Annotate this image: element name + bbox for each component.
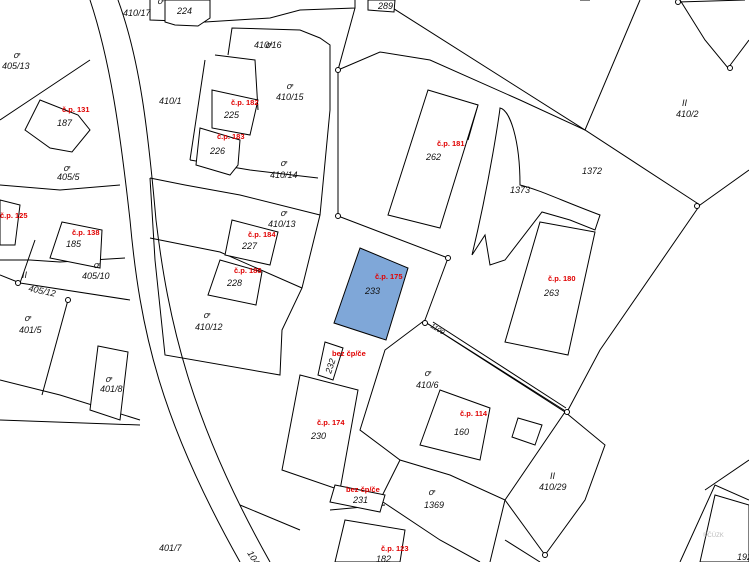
building-289[interactable] [367, 0, 396, 13]
parcel-label[interactable]: 410/1 [159, 96, 182, 106]
parcel-label[interactable]: 410/13 [268, 219, 296, 229]
building-228[interactable] [207, 259, 263, 306]
building-233[interactable] [333, 247, 409, 341]
house-number-label[interactable]: č.p. 183 [217, 132, 245, 141]
parcel-label[interactable]: 410/6 [416, 380, 439, 390]
building-263[interactable] [504, 221, 596, 356]
parcel-label[interactable]: 182 [376, 554, 391, 562]
parcel-label[interactable]: 410/2 [676, 109, 699, 119]
garden-symbol-icon: ꝍ [63, 163, 71, 173]
parcel-label[interactable]: 227 [241, 241, 258, 251]
house-number-label[interactable]: č.p. 125 [0, 211, 28, 220]
garden-symbol-icon: ꝍ [280, 208, 288, 218]
building-226[interactable] [195, 127, 241, 176]
parcel-label[interactable]: 185 [66, 239, 82, 249]
garden-symbol-icon: ꝍ [24, 313, 32, 323]
parcel-label[interactable]: 231 [352, 495, 368, 505]
building-262[interactable] [387, 89, 479, 229]
garden-symbol-icon: ꝍ [428, 487, 436, 497]
parcel-label[interactable]: 1372 [582, 166, 602, 176]
parcel-label[interactable]: 232 [323, 357, 337, 375]
house-numbers: č.p. 131 č.p. 182 č.p. 183 č.p. 181 č.p.… [0, 98, 576, 553]
house-number-label[interactable]: č.p. 131 [62, 105, 90, 114]
parcel-label[interactable]: 401/8 [100, 384, 123, 394]
parcel-label[interactable]: 401/5 [19, 325, 43, 335]
parcel-label[interactable]: 187 [57, 118, 73, 128]
building-231[interactable] [329, 484, 386, 513]
house-number-label[interactable]: č.p. 174 [317, 418, 345, 427]
garden-symbol-icon: ꝍ [280, 158, 288, 168]
meadow-symbol-icon: II [22, 270, 28, 280]
parcel-label[interactable]: 160 [454, 427, 469, 437]
parcel-label[interactable]: 410/15 [276, 92, 305, 102]
building-185[interactable] [49, 221, 103, 269]
house-number-label[interactable]: č.p. 138 [72, 228, 100, 237]
parcel-label[interactable]: 226 [209, 146, 225, 156]
parcel-label[interactable]: 405/13 [2, 61, 30, 71]
parcel-label[interactable]: 405/12 [28, 283, 57, 299]
house-number-label[interactable]: č.p. 180 [548, 274, 576, 283]
house-number-label[interactable]: č.p. 182 [231, 98, 259, 107]
building-401-8[interactable] [89, 345, 129, 421]
building-225[interactable] [211, 89, 259, 136]
garden-symbol-icon: ꝍ [424, 368, 432, 378]
garden-symbol-icon: ꝍ [265, 40, 273, 50]
parcel-label[interactable]: 263 [543, 288, 559, 298]
parcel-label[interactable]: 233 [364, 286, 380, 296]
parcel-label[interactable]: 224 [176, 6, 192, 16]
garden-symbol-icon: ꝍ [105, 374, 113, 384]
house-number-label[interactable]: bez čp/če [332, 349, 366, 358]
house-number-label[interactable]: č.p. 185 [234, 266, 262, 275]
parcel-label[interactable]: 1109 [429, 323, 446, 337]
building-224[interactable] [164, 0, 211, 27]
parcel-label[interactable]: 410/17 [123, 8, 152, 18]
garden-symbol-icon: ꝍ [93, 260, 101, 270]
house-number-label[interactable]: bez čp/če [346, 485, 380, 494]
building-192[interactable] [699, 494, 749, 562]
parcel-label[interactable]: 405/10 [82, 271, 110, 281]
parcel-label[interactable]: 401/7 [159, 543, 183, 553]
parcel-label[interactable]: 230 [310, 431, 326, 441]
building-187[interactable] [24, 99, 91, 153]
parcel-label[interactable]: 104 [245, 549, 261, 562]
parcel-label[interactable]: 410/14 [270, 170, 298, 180]
house-number-label[interactable]: č.p. 114 [460, 409, 488, 418]
parcel-label[interactable]: 262 [425, 152, 441, 162]
building-232[interactable] [317, 341, 344, 381]
landuse-symbols: ꝍ ꝍ ꝍ ꝍ ꝍ ꝍ ꝍ ꝍ ꝍ ꝍ ꝍ ꝍ ꝍ II II II [13, 0, 688, 497]
boundary-points [15, 0, 733, 558]
building-227[interactable] [224, 219, 279, 266]
house-number-label[interactable]: č.p. 175 [375, 272, 403, 281]
parcel-label[interactable]: 405/5 [57, 172, 81, 182]
parcel-label[interactable]: 410/16 [254, 40, 282, 50]
building-small-160[interactable] [511, 417, 543, 446]
parcel-label[interactable]: 410/29 [539, 482, 567, 492]
garden-symbol-icon: ꝍ [13, 50, 21, 60]
building-160[interactable] [419, 389, 491, 461]
parcel-label[interactable]: 225 [223, 110, 240, 120]
parcel-label[interactable]: 289 [377, 1, 393, 11]
building-125[interactable] [0, 199, 21, 246]
house-number-label[interactable]: č.p. 181 [437, 139, 465, 148]
garden-symbol-icon: ꝍ [286, 81, 294, 91]
parcel-label[interactable]: 192 [737, 552, 749, 562]
parcel-label[interactable]: 410/12 [195, 322, 223, 332]
building-182[interactable] [334, 519, 406, 562]
watermark: ©ČÚZK [703, 532, 724, 539]
house-number-label[interactable]: č.p. 184 [248, 230, 276, 239]
meadow-symbol-icon: II [550, 471, 556, 481]
garden-symbol-icon: ꝍ [157, 0, 165, 6]
parcel-label[interactable]: 228 [226, 278, 242, 288]
parcel-label[interactable]: 1369 [424, 500, 444, 510]
house-number-label[interactable]: č.p. 123 [381, 544, 409, 553]
parcel-label[interactable]: 1373 [510, 185, 530, 195]
garden-symbol-icon: ꝍ [203, 310, 211, 320]
meadow-symbol-icon: II [682, 98, 688, 108]
